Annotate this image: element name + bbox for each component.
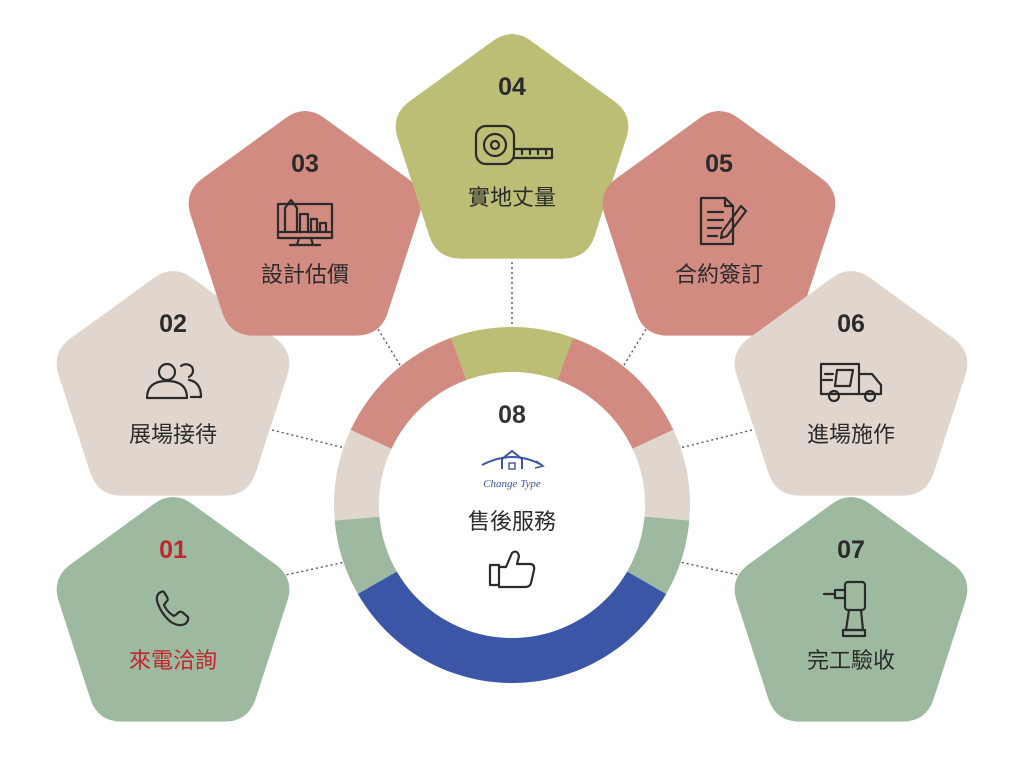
ring-segment-06 [632,429,690,521]
brand-name: Change Type [483,478,541,490]
connector-line-06 [679,429,753,449]
step-05: 05 合約簽訂 [602,111,836,336]
step-01-label: 來電洽詢 [129,649,217,674]
ring-segment-01 [334,516,397,594]
center-step: 08 Change Type 售後服務 [468,401,556,589]
center-label: 售後服務 [468,510,556,535]
step-03-number: 03 [291,150,319,178]
ring-segment-02 [334,429,392,521]
phone-icon [155,590,190,627]
center-number: 08 [498,401,526,429]
step-04-number: 04 [498,73,526,101]
progress-ring [334,327,690,683]
ring-segment-08 [357,571,667,683]
delivery-truck-icon [819,362,883,403]
connector-line-07 [679,561,753,579]
ring-segment-04 [451,327,573,381]
step-04-pentagon [395,34,629,259]
ring-segment-03 [350,337,467,449]
power-drill-icon [822,580,867,638]
step-07: 07 完工驗收 [734,497,968,722]
connector-line-02 [271,429,346,449]
step-01-pentagon [56,497,290,722]
ring-segment-07 [627,516,690,594]
step-pentagons: 01 來電洽詢 02 展場接待 03 設計估價 04 實地丈量 05 合約簽訂 06 進場施作 07 完工… [56,34,968,722]
step-06: 06 進場施作 [734,271,968,496]
tape-measure-icon [474,124,554,166]
step-05-pentagon [602,111,836,336]
step-04-label: 實地丈量 [468,186,556,211]
step-03-label: 設計估價 [261,263,349,288]
contract-pen-icon [699,196,748,246]
step-06-number: 06 [837,310,865,338]
step-02-number: 02 [159,310,187,338]
step-01: 01 來電洽詢 [56,497,290,722]
step-01-number: 01 [159,536,187,564]
thumbs-up-icon [488,550,536,589]
step-03: 03 設計估價 [188,111,422,336]
step-07-label: 完工驗收 [807,649,895,674]
step-02-label: 展場接待 [129,423,217,448]
house-logo-icon [481,449,545,470]
step-07-number: 07 [837,536,865,564]
step-03-pentagon [188,111,422,336]
step-04: 04 實地丈量 [395,34,629,259]
ring-segment-05 [557,337,674,449]
step-05-label: 合約簽訂 [675,263,763,288]
design-monitor-icon [276,198,334,247]
people-icon [145,362,203,400]
step-05-number: 05 [705,150,733,178]
step-06-label: 進場施作 [807,423,895,448]
